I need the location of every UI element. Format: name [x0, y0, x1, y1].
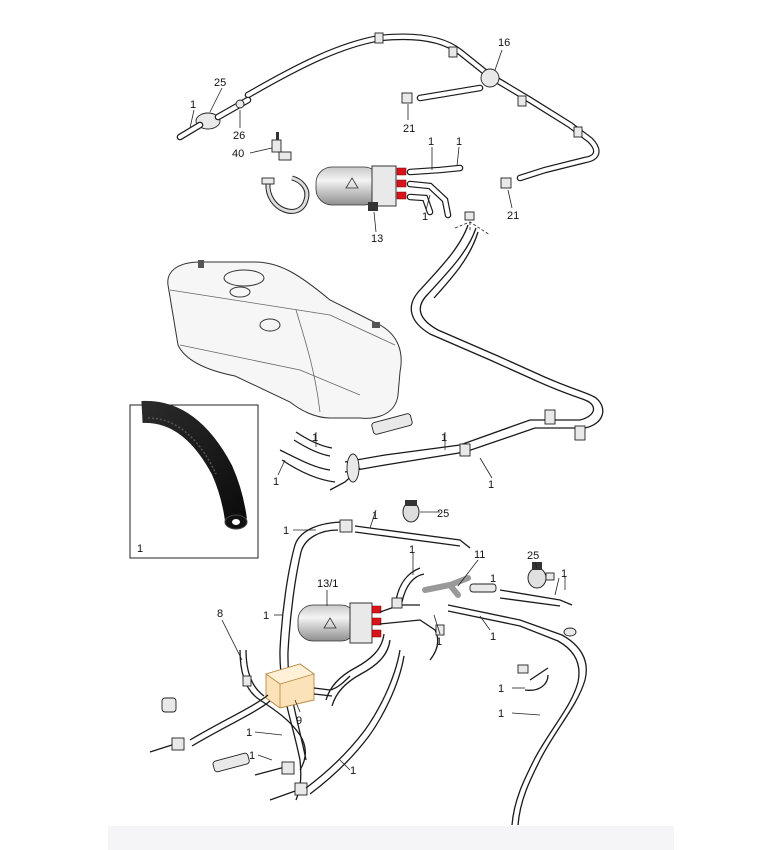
tank-fuel-lines: [279, 224, 604, 491]
leader-lines: [189, 49, 566, 771]
callout-1-low-a: 1: [263, 610, 269, 622]
callout-1-mid-a: 1: [372, 510, 378, 522]
callout-1-line-a: 1: [441, 432, 447, 444]
callout-1-pump-c: 1: [422, 211, 428, 223]
cap-21-left: [401, 92, 413, 104]
callout-13: 13: [371, 233, 383, 245]
pressure-switch: [271, 132, 292, 161]
clamp-26: [235, 99, 245, 109]
callout-1-line-d: 1: [488, 479, 494, 491]
cap-21-right: [500, 177, 512, 189]
callout-1-mid-b: 1: [283, 525, 289, 537]
callout-1-mid-c: 1: [409, 544, 415, 556]
callout-1-pump-a: 1: [428, 136, 434, 148]
hose-detail-inset: [129, 400, 259, 559]
callout-1-low-c: 1: [436, 636, 442, 648]
grommet: [346, 453, 360, 483]
callout-1-low-d: 1: [490, 631, 496, 643]
callout-1-line-c: 1: [273, 476, 279, 488]
tee-connector: [480, 68, 500, 88]
callout-1-pump-b: 1: [456, 136, 462, 148]
fuel-filter-9: [265, 663, 315, 709]
bottom-strip: [108, 826, 674, 850]
callout-21-left: 21: [403, 123, 415, 135]
callout-1-low-f: 1: [498, 708, 504, 720]
valve-25-mid: [402, 500, 420, 523]
fuel-tank: [167, 260, 402, 419]
callout-1-low-e: 1: [498, 683, 504, 695]
callout-11: 11: [474, 549, 485, 561]
fuel-pump-13-1: [297, 602, 382, 644]
callout-1-low-g: 1: [246, 727, 252, 739]
pump-outlet-hoses: [406, 164, 491, 236]
lower-fuel-system: [149, 500, 587, 826]
pump-bracket: [261, 175, 310, 214]
callout-26: 26: [233, 130, 245, 142]
callout-40: 40: [232, 148, 244, 160]
callout-1-valve: 1: [190, 99, 196, 111]
fuel-pump-13: [315, 165, 407, 211]
callout-16: 16: [498, 37, 510, 49]
red-terminal-icon: [396, 167, 407, 176]
callout-25-mid: 25: [437, 508, 449, 520]
callout-labels: 16 25 1 26 40 21 21 1 1 1 13 1 1 1 1 25 …: [137, 37, 567, 777]
callout-9: 9: [296, 715, 302, 727]
callout-1-low-j: 1: [561, 568, 567, 580]
inset-label: 1: [137, 543, 143, 555]
callout-8: 8: [217, 608, 223, 620]
callout-1-low-i: 1: [350, 765, 356, 777]
callout-1-low-h: 1: [249, 750, 255, 762]
valve-25-right: [527, 562, 555, 589]
callout-25-right: 25: [527, 550, 539, 562]
callout-21-right: 21: [507, 210, 519, 222]
callout-25-top: 25: [214, 77, 226, 89]
callout-1-line-b: 1: [312, 432, 318, 444]
callout-1-low-b: 1: [490, 573, 496, 585]
vent-hose-assembly: [176, 32, 600, 189]
callout-13-1: 13/1: [317, 578, 338, 590]
